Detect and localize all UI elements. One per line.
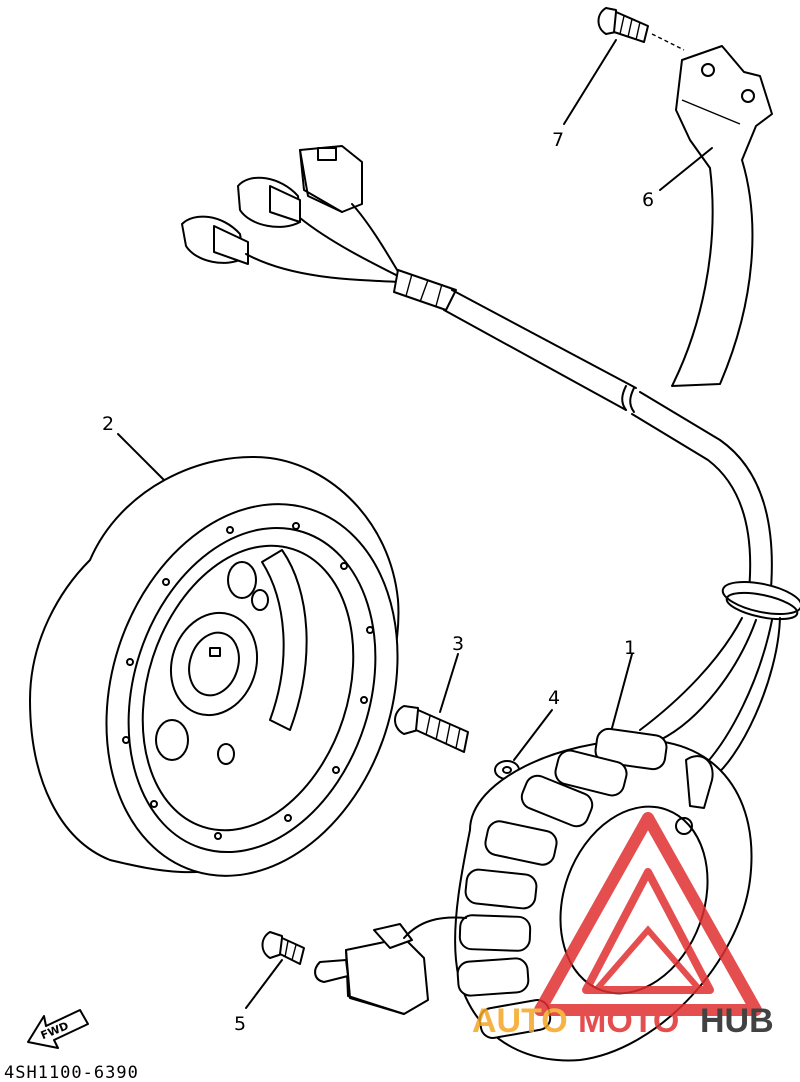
label-part-3: 3 — [452, 633, 464, 655]
watermark-text-auto: AUTO — [472, 1002, 568, 1040]
watermark-triangle-logo — [534, 812, 762, 1016]
label-part-1: 1 — [624, 637, 636, 659]
label-part-4: 4 — [548, 687, 560, 709]
wire-harness — [181, 145, 800, 781]
bolt-part-3 — [394, 705, 469, 753]
automotohub-watermark: AUTO MOTO HUB — [472, 812, 774, 1040]
bracket-part-6 — [671, 45, 773, 387]
fwd-arrow: FWD — [27, 1009, 89, 1049]
drawing-code: 4SH1100-6390 — [4, 1063, 139, 1082]
connector-left — [181, 215, 249, 265]
leader-lines — [117, 39, 713, 1009]
screw-part-7 — [597, 7, 685, 51]
label-part-2: 2 — [102, 413, 114, 435]
pickup-coil — [314, 916, 467, 1015]
label-part-7: 7 — [552, 129, 564, 151]
flywheel-rotor-part-2 — [29, 456, 400, 877]
connector-middle — [237, 176, 301, 228]
stator-coils — [456, 727, 668, 1039]
watermark-text-hub: HUB — [700, 1002, 774, 1040]
connector-top — [299, 145, 363, 213]
label-part-5: 5 — [234, 1013, 246, 1035]
watermark-text-moto: MOTO — [578, 1002, 679, 1040]
label-part-6: 6 — [642, 189, 654, 211]
screw-part-5 — [261, 931, 305, 965]
rotor-holes — [122, 522, 374, 840]
